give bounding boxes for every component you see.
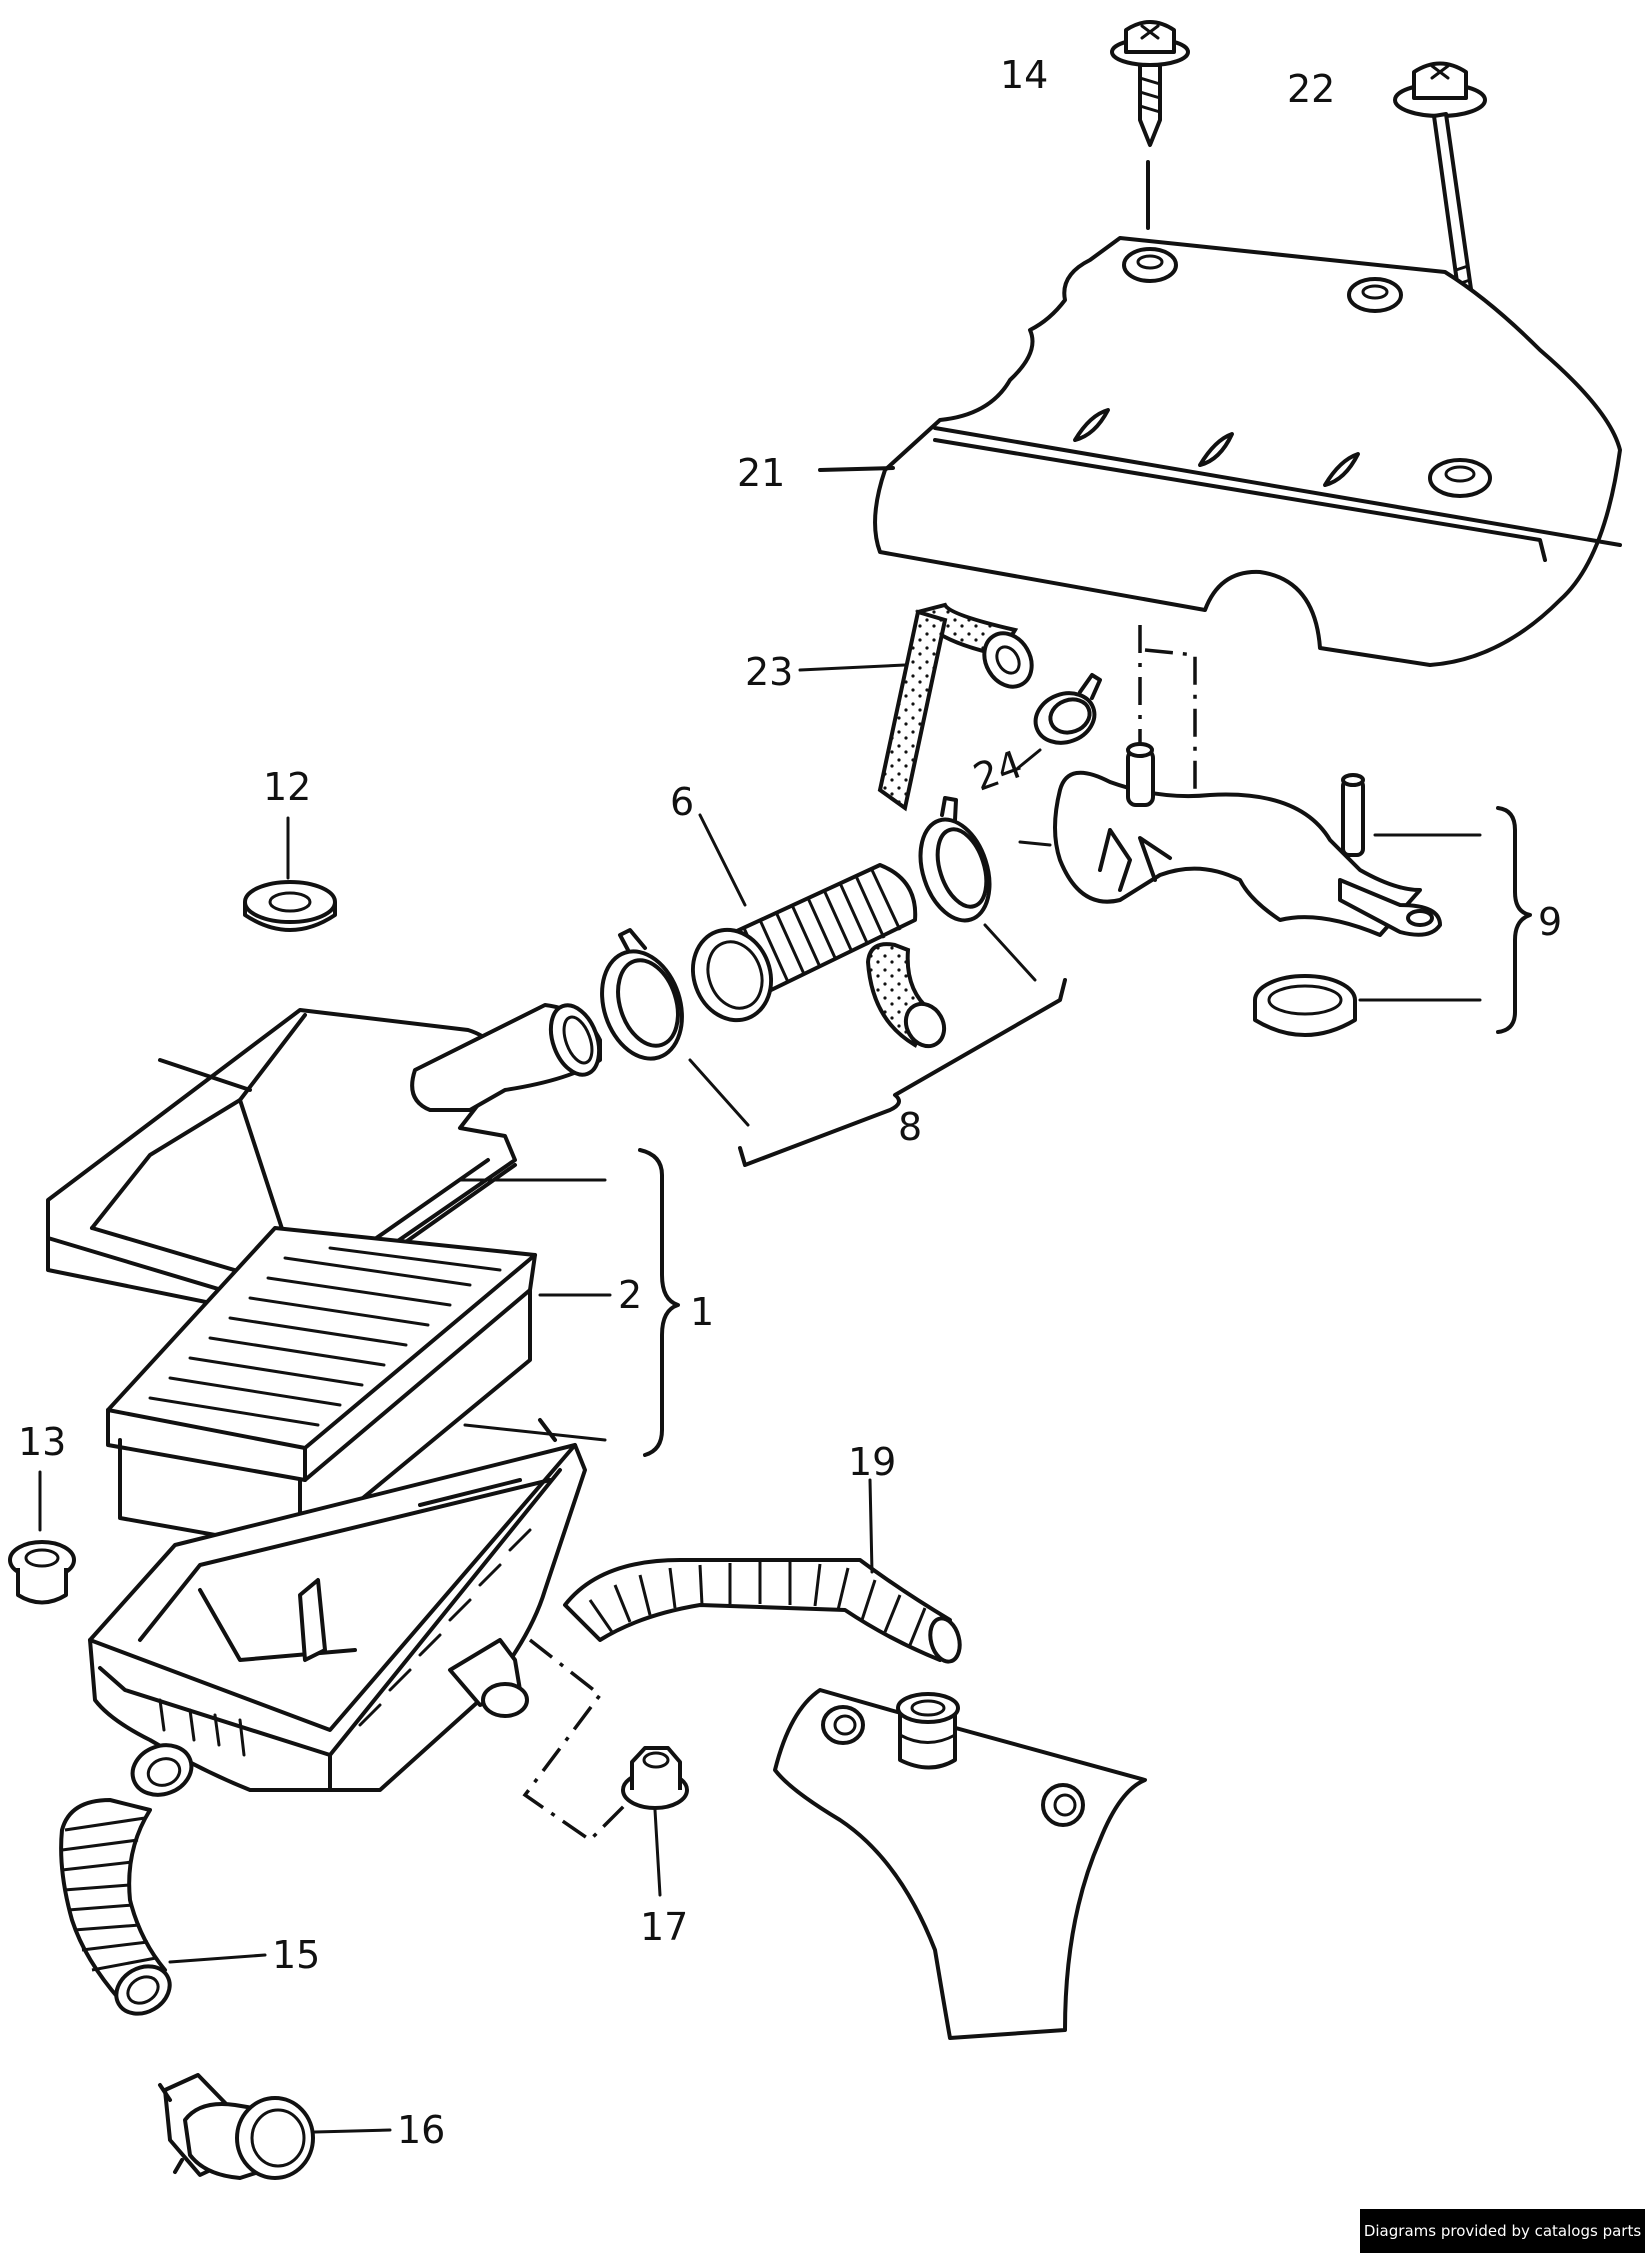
callout-24: 24 — [968, 742, 1028, 800]
callout-14: 14 — [1000, 53, 1048, 97]
callout-6: 6 — [670, 780, 694, 824]
part-19-corrugated-hose — [563, 1478, 962, 1664]
callout-16: 16 — [397, 2108, 445, 2152]
callout-23: 23 — [745, 650, 793, 694]
callout-19: 19 — [848, 1440, 896, 1484]
part-24-small-clamp — [1016, 673, 1102, 770]
callout-1: 1 — [690, 1290, 714, 1334]
part-12-grommet — [243, 816, 337, 932]
callout-2: 2 — [618, 1273, 642, 1317]
part-23-breather-hose — [798, 602, 1034, 812]
diagram-credit: Diagrams provided by catalogs parts — [1360, 2209, 1645, 2253]
callout-17: 17 — [640, 1905, 688, 1949]
part-15-corrugated-hose — [59, 1798, 267, 2016]
part-14-screw — [1110, 20, 1190, 230]
callout-22: 22 — [1287, 67, 1335, 111]
part-21-engine-cover — [818, 236, 1622, 667]
callout-12: 12 — [263, 765, 311, 809]
part-13-grommet — [8, 1470, 76, 1605]
part-1-bracket — [463, 1148, 680, 1457]
callout-9: 9 — [1538, 900, 1562, 944]
callout-21: 21 — [737, 451, 785, 495]
part-17-nut — [621, 1746, 689, 1897]
callout-13: 13 — [18, 1420, 66, 1464]
callout-8: 8 — [898, 1105, 922, 1149]
part-2-filter-element — [106, 1226, 612, 1552]
part-air-box-lower — [88, 1418, 627, 1843]
part-8-hose-clamp-set — [600, 796, 1067, 1167]
part-6-corrugated-hose — [690, 813, 918, 1023]
callout-15: 15 — [272, 1933, 320, 1977]
part-9-intake-elbow — [1018, 625, 1532, 1037]
part-16-connector — [158, 2073, 392, 2180]
part-heat-shield — [773, 1688, 1147, 2040]
